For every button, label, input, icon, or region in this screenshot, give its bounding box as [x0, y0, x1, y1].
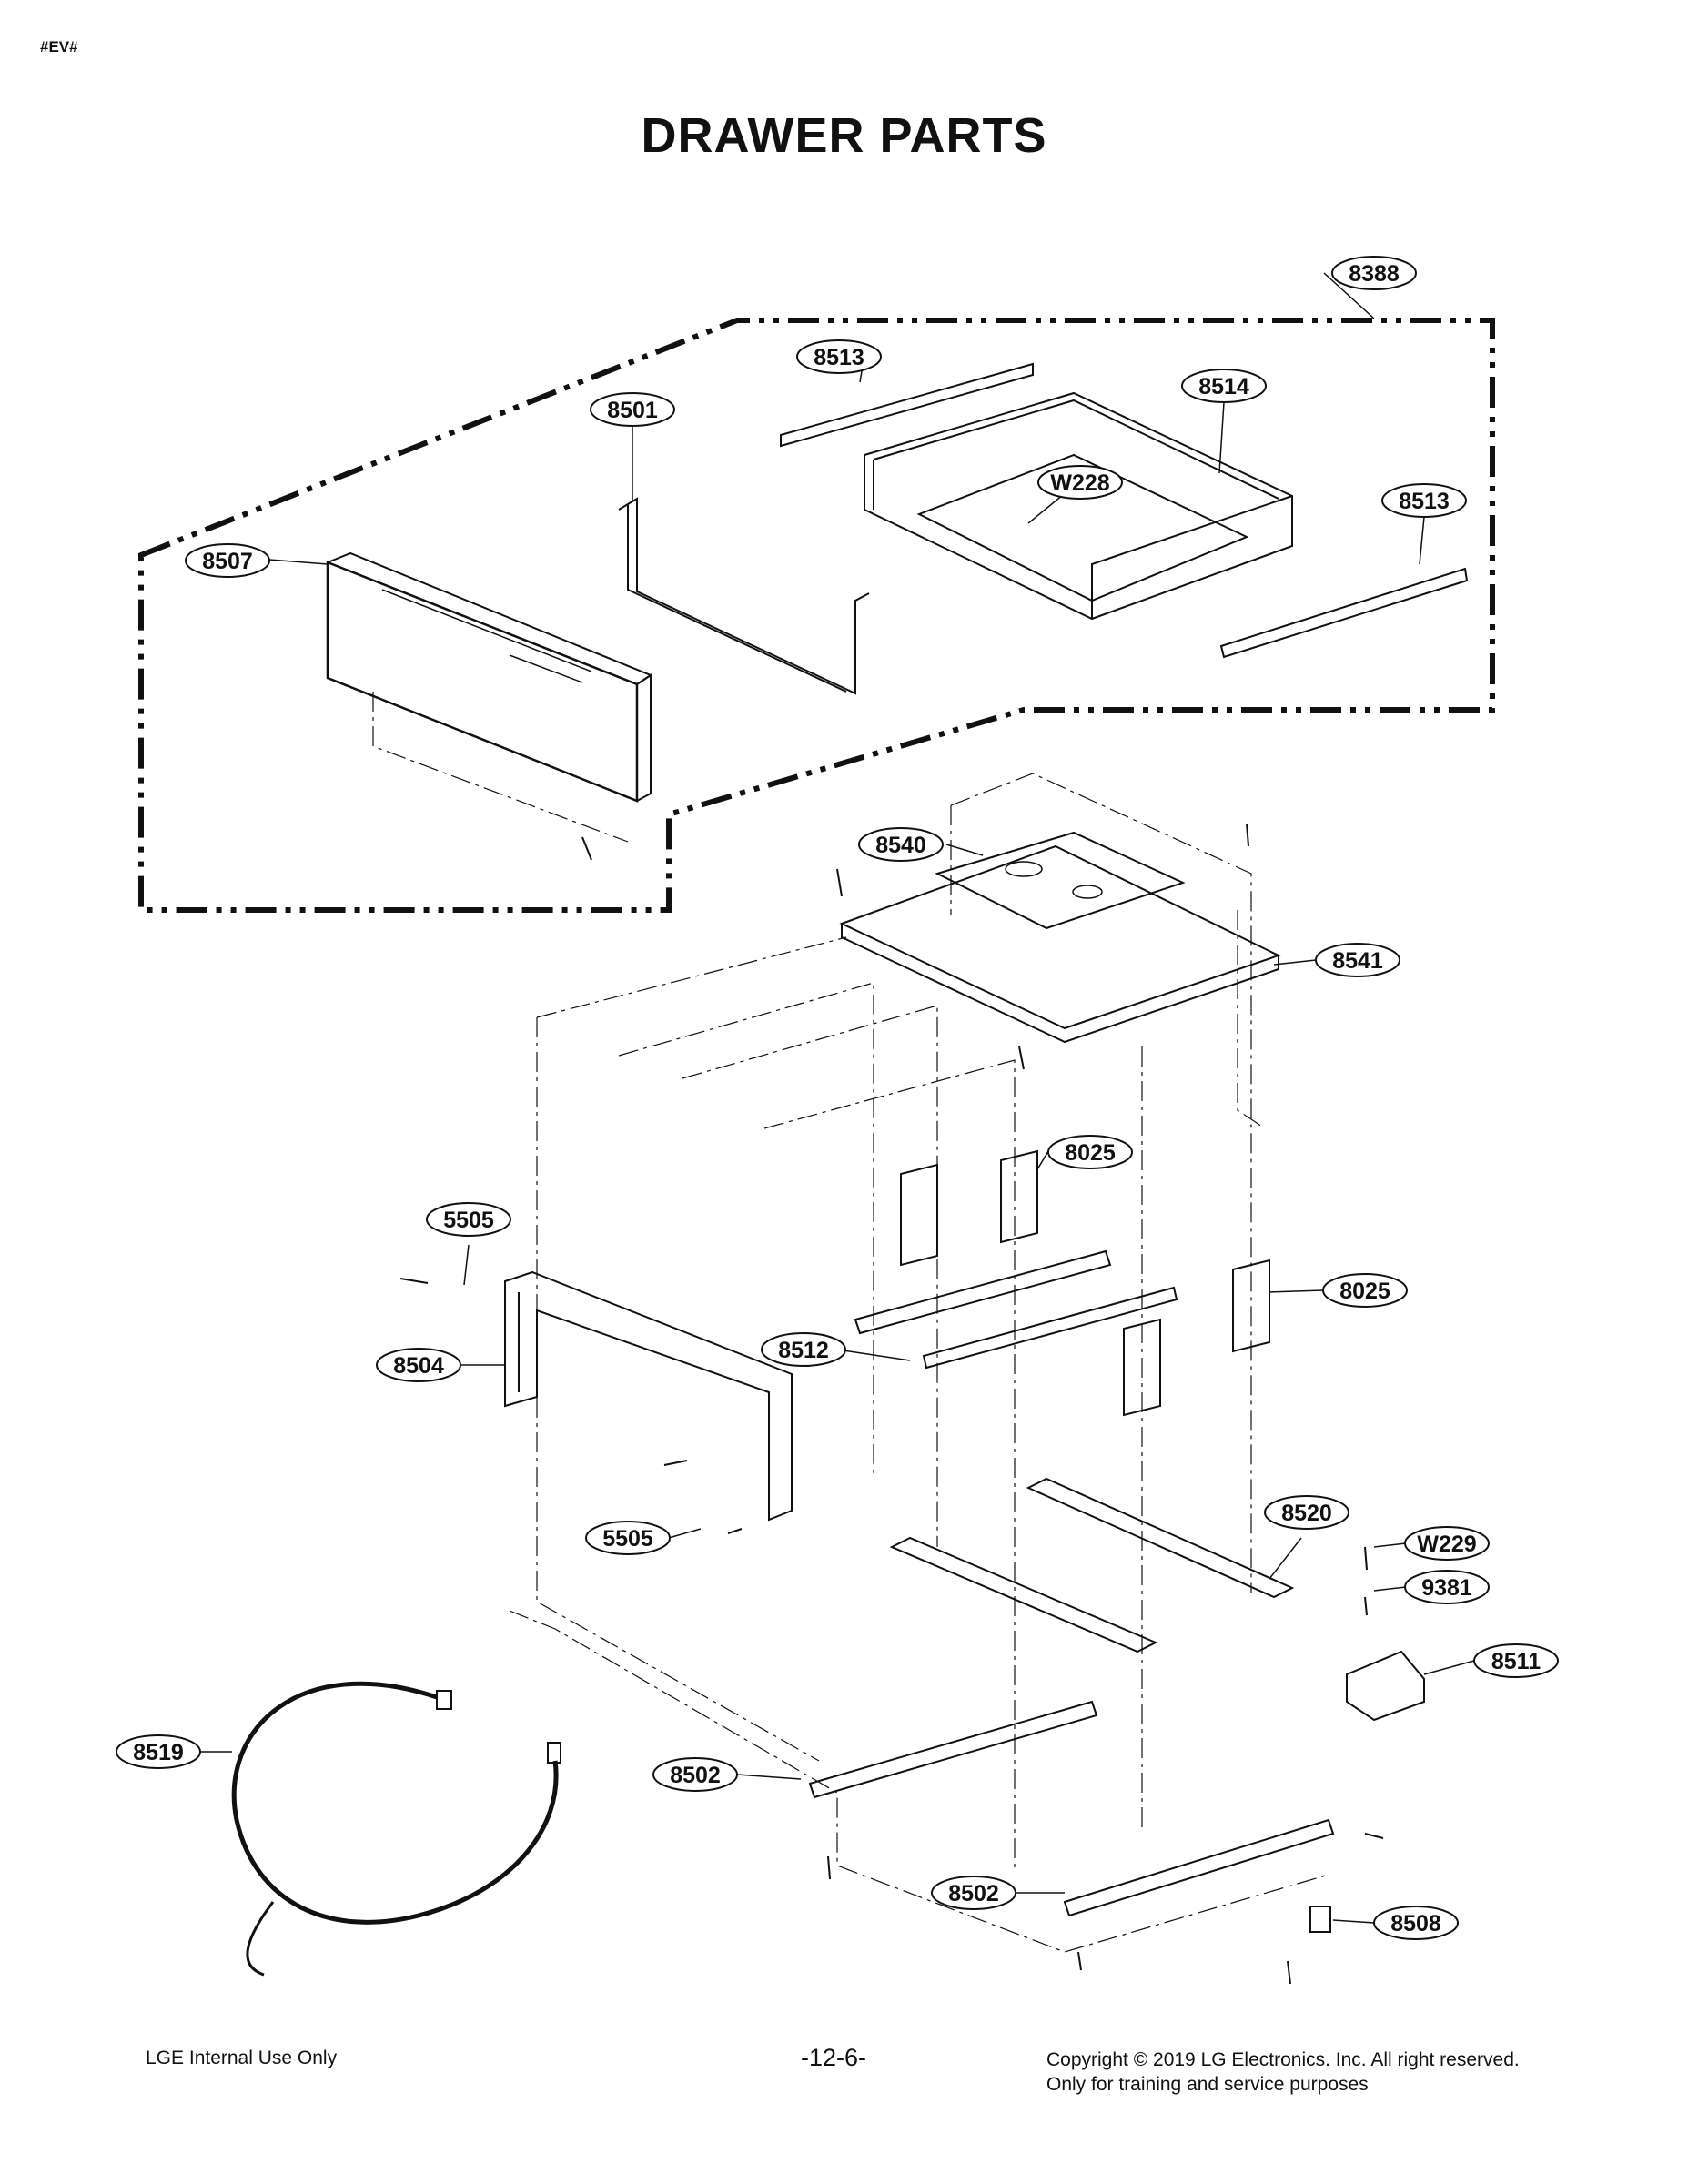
- wire-harness-8519: [231, 1681, 559, 1925]
- callout-label: 8025: [1065, 1140, 1116, 1166]
- callout-label: W228: [1050, 470, 1109, 496]
- drawer-tub-8514: [864, 391, 1293, 621]
- callout-label: 8508: [1390, 1911, 1441, 1936]
- callout-8502-left: 8502: [652, 1757, 738, 1792]
- callout-8502-right: 8502: [931, 1876, 1016, 1910]
- callout-8508: 8508: [1373, 1906, 1459, 1940]
- rail-8520-b: [1026, 1477, 1295, 1599]
- bracket-8025-b: [1000, 1149, 1038, 1244]
- callout-8520: 8520: [1264, 1495, 1349, 1530]
- callout-label: 8501: [607, 398, 658, 423]
- page-title: DRAWER PARTS: [641, 108, 1047, 163]
- callout-label: 9381: [1421, 1575, 1472, 1601]
- bracket-8025-a: [900, 1163, 938, 1267]
- callout-label: W229: [1417, 1532, 1476, 1557]
- callout-8025-top: 8025: [1047, 1135, 1133, 1169]
- bracket-8025-d: [1123, 1318, 1161, 1417]
- callout-label: 5505: [443, 1208, 494, 1233]
- callout-label: 8025: [1339, 1279, 1390, 1304]
- callout-w228: W228: [1037, 465, 1123, 500]
- callout-label: 8541: [1332, 948, 1383, 974]
- copyright-line-1: Copyright © 2019 LG Electronics. Inc. Al…: [1046, 2049, 1520, 2070]
- page-number: -12-6-: [801, 2044, 867, 2071]
- callout-label: 8507: [202, 549, 253, 574]
- callout-label: 8520: [1281, 1501, 1332, 1526]
- callout-8501: 8501: [590, 392, 675, 427]
- callouts: 8388 8513 8501 8514 W228 8513 8507 8540: [116, 256, 1559, 1940]
- bracket-8511: [1346, 1650, 1425, 1722]
- callout-w229: W229: [1404, 1526, 1490, 1561]
- callout-8513-top: 8513: [796, 339, 882, 374]
- callout-8513-right: 8513: [1381, 483, 1467, 518]
- bracket-8501: [618, 497, 870, 695]
- callout-label: 8502: [948, 1881, 999, 1906]
- drawer-front-8507: [326, 551, 653, 803]
- callout-5505-bottom: 5505: [585, 1521, 671, 1555]
- callout-label: 8513: [814, 345, 864, 370]
- callout-9381: 9381: [1404, 1570, 1490, 1604]
- screw-markers: [399, 823, 1384, 1985]
- assembly-boundary-8388: [138, 318, 1495, 913]
- callout-8541: 8541: [1315, 943, 1400, 977]
- callout-label: 5505: [602, 1526, 653, 1552]
- callout-8511: 8511: [1473, 1643, 1559, 1678]
- callout-label: 8388: [1349, 261, 1400, 287]
- slide-rail-8513-right: [1219, 567, 1469, 659]
- bracket-8025-c: [1232, 1259, 1270, 1353]
- glide-8502-b: [1063, 1818, 1335, 1917]
- callout-8504: 8504: [376, 1348, 461, 1382]
- callout-label: 8504: [393, 1353, 444, 1379]
- glide-8502-a: [808, 1700, 1098, 1799]
- rail-8520-a: [889, 1536, 1158, 1653]
- cover-plate-8540: [935, 831, 1186, 930]
- callout-8519: 8519: [116, 1734, 201, 1769]
- leader-lines: [200, 272, 1475, 1924]
- callout-8388: 8388: [1331, 256, 1417, 290]
- callout-8507: 8507: [185, 543, 270, 578]
- foot-8508: [1309, 1906, 1331, 1933]
- callout-label: 8502: [670, 1763, 721, 1788]
- side-frame-8504: [504, 1270, 793, 1522]
- footer-copyright: Copyright © 2019 LG Electronics. Inc. Al…: [1046, 2048, 1520, 2097]
- callout-5505-top: 5505: [426, 1202, 511, 1237]
- footer-internal-use: LGE Internal Use Only: [146, 2048, 338, 2068]
- callout-8512: 8512: [761, 1332, 846, 1367]
- cross-rail-8512: [854, 1249, 1112, 1335]
- callout-8514: 8514: [1181, 369, 1267, 403]
- corner-tag: #EV#: [40, 38, 78, 56]
- callout-label: 8540: [875, 833, 926, 858]
- callout-label: 8519: [133, 1740, 184, 1765]
- slide-rail-8513-top: [780, 362, 1034, 448]
- callout-8540: 8540: [858, 827, 944, 862]
- callout-label: 8513: [1399, 489, 1450, 514]
- callout-label: 8512: [778, 1338, 829, 1363]
- callout-8025-right: 8025: [1322, 1273, 1408, 1308]
- callout-label: 8514: [1198, 374, 1249, 399]
- tray-8541: [839, 844, 1281, 1044]
- copyright-line-2: Only for training and service purposes: [1046, 2074, 1369, 2095]
- callout-label: 8511: [1491, 1649, 1541, 1674]
